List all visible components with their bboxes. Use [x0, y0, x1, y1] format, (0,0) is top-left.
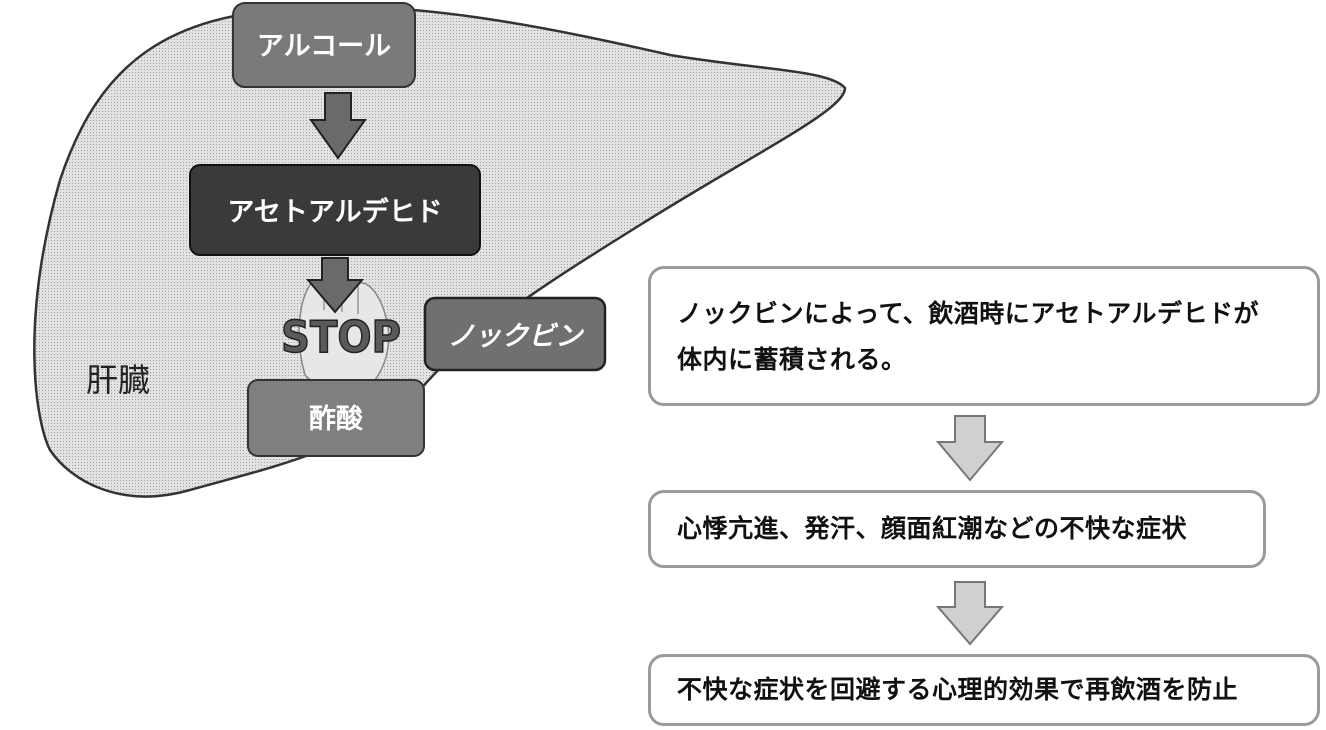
effect-text-symptoms: 心悸亢進、発汗、顔面紅潮などの不快な症状	[677, 514, 1188, 543]
effect-box-prevention: 不快な症状を回避する心理的効果で再飲酒を防止	[648, 654, 1320, 726]
organ-label: 肝臓	[86, 361, 150, 399]
stop-label: STOP	[281, 312, 401, 363]
inhibitor-label: ノックビン	[448, 321, 584, 352]
acetic-acid-box	[247, 379, 425, 457]
acetic-acid-label: 酢酸	[309, 404, 364, 435]
acetaldehyde-label: アセトアルデヒド	[227, 196, 442, 228]
arrow-down-icon-2	[305, 257, 365, 314]
effect-box-accumulation: ノックビンによって、飲酒時にアセトアルデヒドが 体内に蓄積される。	[648, 266, 1320, 406]
inhibitor-box	[423, 296, 607, 372]
effect-text-line2: 体内に蓄積される。	[677, 345, 907, 374]
arrow-down-outline-icon-2	[935, 581, 1005, 646]
effect-box-symptoms: 心悸亢進、発汗、顔面紅潮などの不快な症状	[648, 490, 1266, 568]
alcohol-box	[232, 2, 416, 88]
effect-text-prevention: 不快な症状を回避する心理的効果で再飲酒を防止	[677, 675, 1239, 704]
alcohol-label: アルコール	[257, 31, 391, 62]
arrow-down-icon	[309, 92, 367, 160]
effect-text-line1: ノックビンによって、飲酒時にアセトアルデヒドが	[677, 299, 1260, 328]
acetaldehyde-box	[189, 164, 481, 256]
arrow-down-outline-icon	[935, 415, 1005, 482]
